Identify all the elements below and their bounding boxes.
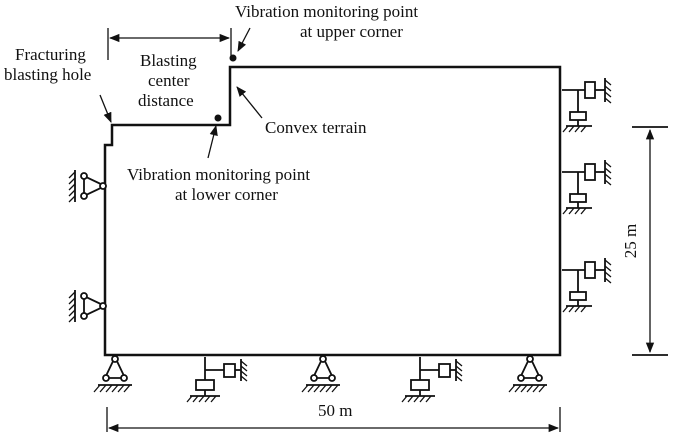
model-outline — [103, 65, 562, 357]
right-damper-2 — [562, 160, 612, 215]
width-dimension-label: 50 m — [318, 401, 352, 420]
left-pin-support-upper — [68, 170, 108, 203]
bottom-damper-2 — [401, 357, 463, 403]
blasting-distance-dimension — [107, 28, 232, 60]
right-damper-1 — [562, 78, 612, 133]
blasting-label-line2: center — [148, 71, 190, 90]
bottom-damper-1 — [186, 357, 248, 403]
upper-point-label-line2: at upper corner — [300, 22, 403, 41]
fracturing-leader-arrow — [99, 94, 112, 123]
height-dimension — [632, 126, 668, 356]
lower-point-label-line2: at lower corner — [175, 185, 278, 204]
upper-point-label-line1: Vibration monitoring point — [235, 2, 418, 21]
right-damper-3 — [562, 258, 612, 313]
convex-leader-arrow — [236, 86, 263, 119]
convex-terrain-label: Convex terrain — [265, 118, 367, 137]
bottom-pin-support-1 — [93, 354, 132, 393]
fracturing-label-line1: Fracturing — [15, 45, 86, 64]
blasting-label-line3: distance — [138, 91, 194, 110]
height-dimension-label: 25 m — [621, 224, 640, 258]
upper-point-leader-arrow — [237, 27, 251, 52]
lower-point-leader-arrow — [207, 124, 218, 159]
blasting-label-line1: Blasting — [140, 51, 197, 70]
lower-point-label-line1: Vibration monitoring point — [127, 165, 310, 184]
bottom-pin-support-2 — [301, 354, 340, 393]
fracturing-label-line2: blasting hole — [4, 65, 91, 84]
width-dimension — [106, 407, 561, 433]
left-pin-support-lower — [68, 290, 108, 323]
lower-monitoring-point — [214, 114, 222, 122]
bottom-pin-support-3 — [508, 354, 547, 393]
